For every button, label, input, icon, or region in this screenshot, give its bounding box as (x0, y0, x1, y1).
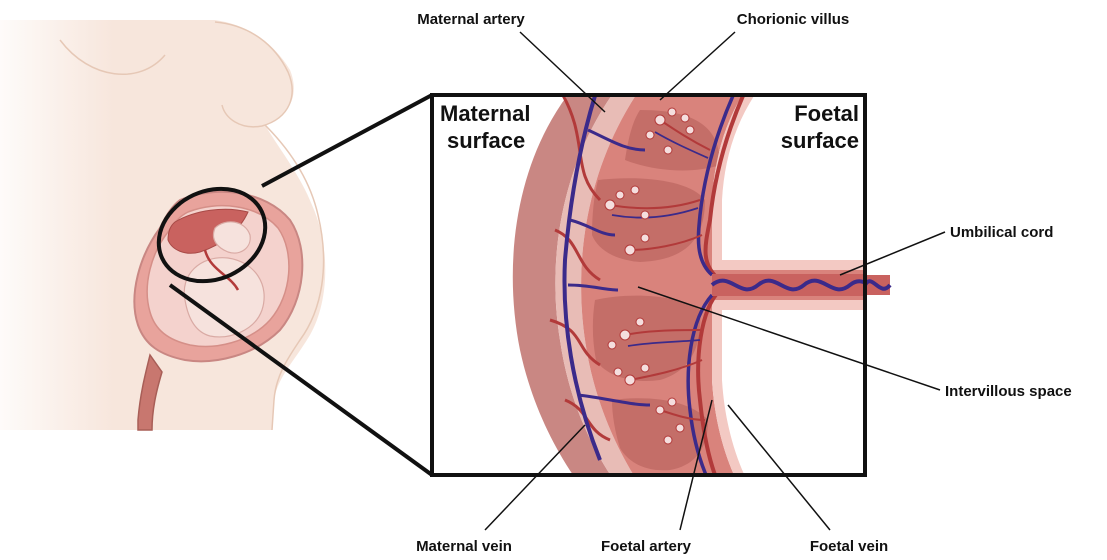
foetal-surface-label: Foetal (794, 101, 859, 126)
maternal-artery-label: Maternal artery (417, 11, 525, 28)
maternal-surface-label: Maternal (440, 101, 530, 126)
umbilical-cord-label: Umbilical cord (950, 224, 1053, 241)
placenta-inset: Maternal surface Foetal surface (432, 60, 890, 520)
maternal-surface-label-line2: surface (447, 128, 525, 153)
foetal-vein-label: Foetal vein (810, 538, 888, 555)
chorionic-villus-label: Chorionic villus (737, 11, 850, 28)
foetal-surface-label-line2: surface (781, 128, 859, 153)
foetal-artery-label: Foetal artery (601, 538, 692, 555)
maternal-vein-label: Maternal vein (416, 538, 512, 555)
chorionic-villus-leader (660, 32, 735, 100)
intervillous-space-label: Intervillous space (945, 383, 1072, 400)
pregnant-body-illustration (0, 20, 325, 430)
